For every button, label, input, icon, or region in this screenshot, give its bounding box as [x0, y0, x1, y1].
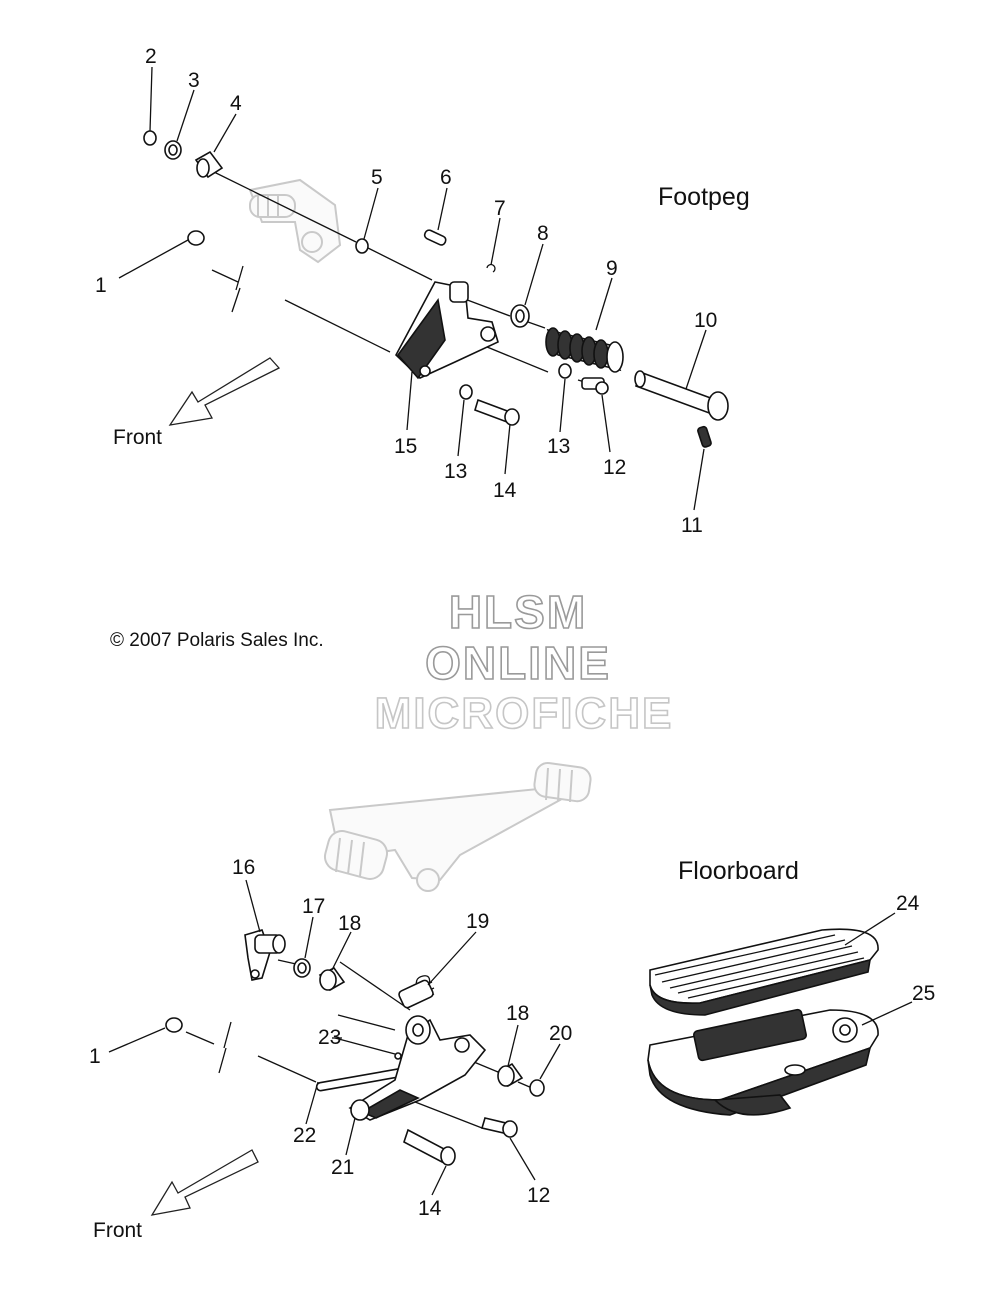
callout-12-floorboard: 12 [527, 1184, 550, 1207]
callout-6: 6 [440, 166, 452, 189]
callout-2: 2 [145, 45, 157, 68]
leader-lines-floorboard [108, 879, 913, 1196]
spring-19-body [398, 979, 434, 1009]
watermark-line-1: HLSM [449, 586, 587, 638]
footpeg-title: Footpeg [658, 183, 750, 211]
callout-15: 15 [394, 435, 417, 458]
washer-13a [459, 384, 473, 400]
parts-floorboard [165, 928, 879, 1166]
watermark-line-2: ONLINE [425, 637, 611, 689]
callout-3: 3 [188, 69, 200, 92]
callout-22: 22 [293, 1124, 316, 1147]
floorboard-section: Floorboard [89, 761, 935, 1242]
callout-4: 4 [230, 92, 242, 115]
callout-21: 21 [331, 1156, 354, 1179]
callout-14-floorboard: 14 [418, 1197, 442, 1220]
callout-18a: 18 [338, 912, 361, 935]
snap-ring-2 [143, 130, 157, 146]
footpeg-rubber-9 [545, 327, 624, 373]
front-arrow-footpeg [168, 357, 281, 426]
callout-1-floorboard: 1 [89, 1045, 101, 1068]
callout-8: 8 [537, 222, 549, 245]
callout-17: 17 [302, 895, 325, 918]
bracket-15 [395, 281, 499, 380]
nut-1-floorboard [165, 1017, 183, 1033]
callout-13b: 13 [547, 435, 570, 458]
callout-19: 19 [466, 910, 489, 933]
ghost-lever-footpeg [248, 178, 342, 264]
footpeg-section: Footpeg [95, 45, 750, 537]
callout-16: 16 [232, 856, 255, 879]
callout-20: 20 [549, 1022, 572, 1045]
callout-7: 7 [494, 197, 506, 220]
clip-7 [486, 263, 496, 273]
callout-14-footpeg: 14 [493, 479, 517, 502]
leader-lines-footpeg [118, 66, 707, 511]
pin-23 [334, 1037, 396, 1055]
bolt-14-floorboard [403, 1128, 456, 1166]
copyright-text: © 2007 Polaris Sales Inc. [110, 630, 324, 651]
callouts-floorboard: 16 17 18 19 24 25 23 18 20 1 22 21 12 14 [89, 856, 935, 1220]
floorboard-base-25 [647, 1008, 879, 1116]
lever-21 [348, 1015, 487, 1121]
parts-footpeg [143, 130, 729, 448]
callout-23: 23 [318, 1026, 341, 1049]
nut-1-footpeg [187, 230, 205, 246]
callout-24: 24 [896, 892, 920, 915]
watermark: HLSM ONLINE MICROFICHE [374, 585, 674, 739]
callout-1-footpeg: 1 [95, 274, 107, 297]
bushing-18a [318, 966, 346, 992]
washer-13b [558, 363, 572, 379]
callout-10: 10 [694, 309, 717, 332]
front-label-floorboard: Front [93, 1219, 142, 1242]
callouts-footpeg: 2 3 4 5 6 7 8 9 10 1 15 13 14 13 12 11 [95, 45, 717, 537]
callout-13a: 13 [444, 460, 467, 483]
callout-5: 5 [371, 166, 383, 189]
bolt-14-footpeg [474, 398, 520, 426]
screw-12-footpeg [581, 377, 609, 395]
footpeg-pin-10 [634, 370, 729, 421]
callout-9: 9 [606, 257, 618, 280]
callout-25: 25 [912, 982, 935, 1005]
callout-18b: 18 [506, 1002, 529, 1025]
snap-ring-20 [529, 1079, 545, 1097]
callout-12-footpeg: 12 [603, 456, 626, 479]
front-label-footpeg: Front [113, 426, 162, 449]
watermark-line-3: MICROFICHE [375, 689, 674, 738]
pin-6 [423, 229, 447, 246]
floorboard-pad-24 [649, 928, 879, 1016]
screw-12-floorboard [480, 1117, 518, 1138]
ghost-lever-floorboard [323, 761, 592, 892]
set-screw-11 [697, 425, 712, 448]
bushing-18b [496, 1062, 524, 1088]
front-arrow-floorboard [150, 1149, 259, 1216]
floorboard-title: Floorboard [678, 857, 799, 885]
pivot-arm-16 [244, 929, 286, 981]
washer-5 [355, 238, 369, 254]
callout-11: 11 [681, 514, 703, 537]
